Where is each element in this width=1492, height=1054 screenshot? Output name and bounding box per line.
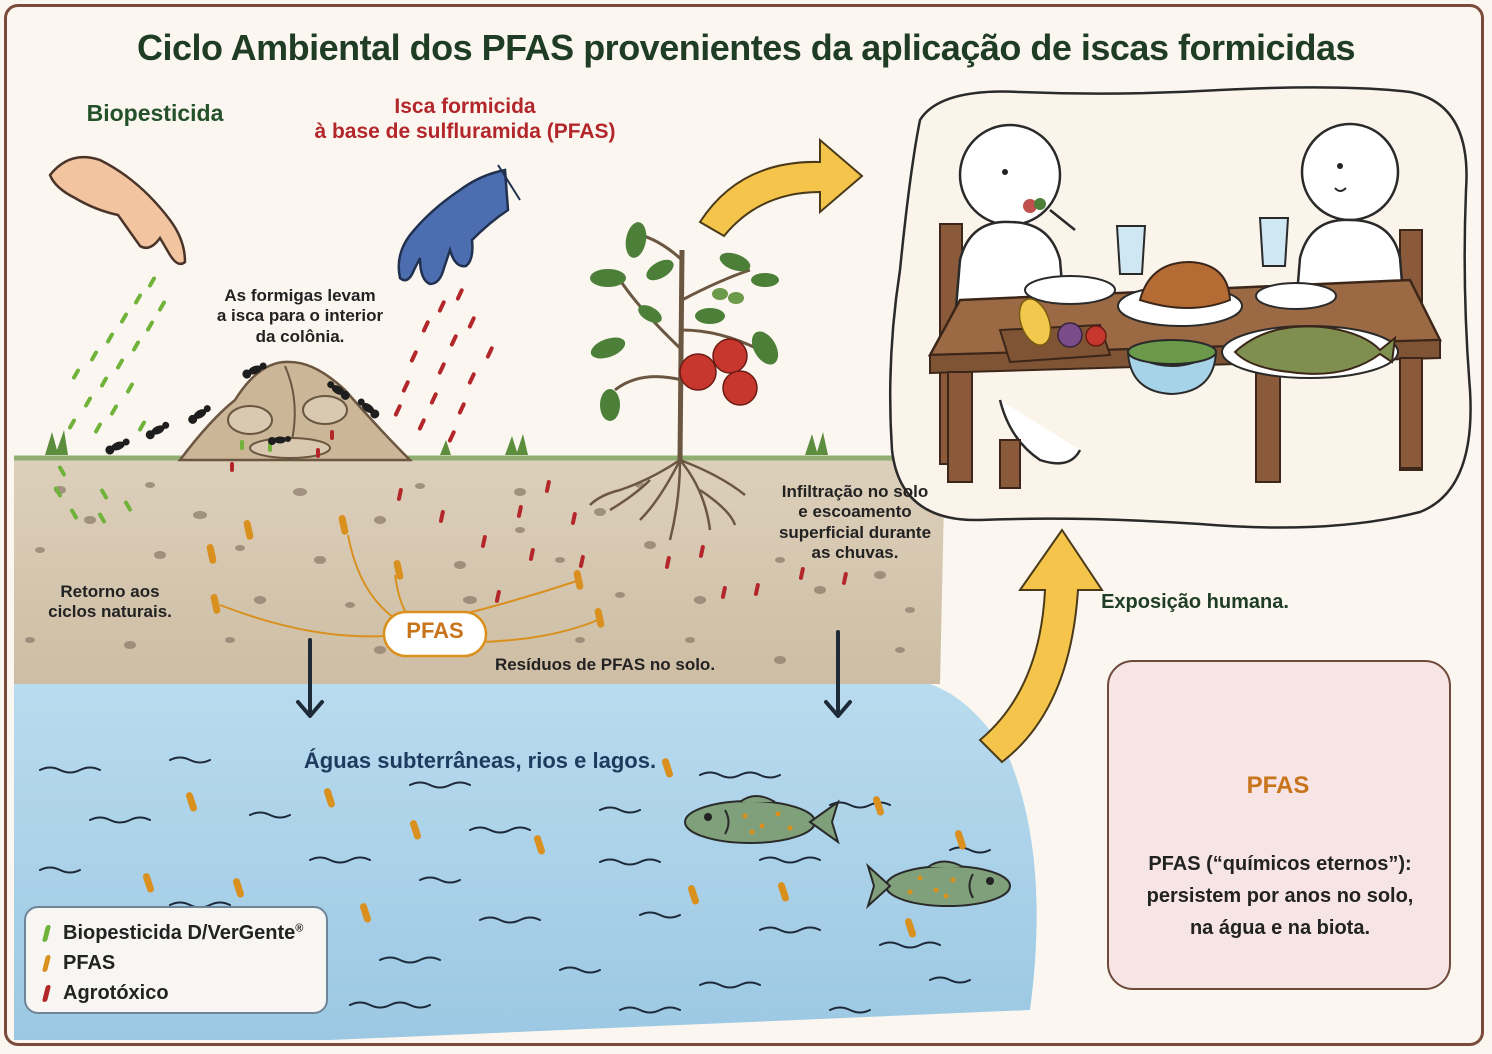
pesticide-drops bbox=[393, 288, 494, 443]
info-box-line: persistem por anos no solo, bbox=[1146, 885, 1414, 907]
legend: Biopesticida D/VerGente® PFAS Agrotóxico bbox=[24, 906, 328, 1014]
soil-pesticide-particles bbox=[396, 480, 848, 603]
legend-label: Agrotóxico bbox=[63, 981, 169, 1004]
info-box-pfas-label: PFAS bbox=[1246, 772, 1310, 799]
legend-label: PFAS bbox=[63, 951, 116, 974]
water-label: Águas subterrâneas, rios e lagos. bbox=[303, 748, 657, 773]
legend-swatch bbox=[41, 924, 52, 942]
curved-arrow-icon bbox=[978, 528, 1104, 764]
human-exposure-label: Exposição humana. bbox=[1101, 591, 1289, 613]
bait-label-line: Isca formicida bbox=[394, 95, 536, 118]
ant-icon bbox=[105, 362, 380, 455]
ants-label-line: As formigas levam bbox=[224, 286, 376, 305]
infiltration-label-line: superficial durante bbox=[778, 522, 932, 542]
people-eating-icon bbox=[927, 122, 1442, 489]
infiltration-label-line: e escoamento bbox=[798, 502, 912, 522]
soil-residue-label: Resíduos de PFAS no solo. bbox=[494, 655, 716, 674]
gloved-hand-icon bbox=[397, 164, 521, 286]
pfas-bubble-label: PFAS bbox=[406, 618, 464, 643]
legend-swatch bbox=[41, 954, 52, 972]
fish-icon bbox=[866, 860, 1011, 910]
return-label-line: Retorno aos bbox=[60, 582, 160, 601]
ants-label-line: da colônia. bbox=[255, 326, 345, 346]
legend-label: Biopesticida D/VerGente bbox=[63, 921, 296, 944]
pfas-bubble bbox=[382, 610, 488, 658]
legend-swatch bbox=[41, 984, 52, 1002]
pfas-info-box bbox=[1107, 660, 1451, 990]
water-waves bbox=[39, 756, 991, 1014]
grass-tufts bbox=[45, 430, 828, 455]
infiltration-label-line: as chuvas. bbox=[811, 543, 899, 563]
down-arrow-icon bbox=[296, 638, 324, 718]
legend-item: Agrotóxico bbox=[41, 980, 169, 1006]
down-arrow-icon bbox=[824, 630, 852, 718]
anthill-icon bbox=[177, 360, 414, 472]
hand-icon bbox=[48, 155, 187, 266]
biopesticide-drops bbox=[68, 276, 166, 434]
soil-stones bbox=[25, 482, 915, 664]
infiltration-label-line: Infiltração no solo bbox=[781, 482, 929, 501]
info-box-text: PFAS (“químicos eternos”): persistem por… bbox=[1115, 848, 1445, 944]
ants-label-line: a isca para o interior bbox=[216, 306, 384, 326]
legend-item: Biopesticida D/VerGente® bbox=[41, 920, 304, 946]
bait-label-line: à base de sulfluramida (PFAS) bbox=[314, 120, 616, 144]
soil-layer bbox=[14, 458, 945, 684]
biopesticide-label: Biopesticida bbox=[86, 100, 224, 126]
bait-label: Isca formicida à base de sulfluramida (P… bbox=[300, 94, 630, 144]
ants-label: As formigas levam a isca para o interior… bbox=[200, 286, 400, 347]
tomato-plant-icon bbox=[589, 222, 779, 541]
fish-icon bbox=[684, 795, 840, 845]
soil-biopesticide-particles bbox=[54, 465, 132, 524]
diagram-title: Ciclo Ambiental dos PFAS provenientes da… bbox=[136, 27, 1356, 68]
curved-arrow-icon bbox=[698, 137, 864, 238]
infiltration-label: Infiltração no solo e escoamento superfi… bbox=[760, 482, 950, 564]
return-label-line: ciclos naturais. bbox=[48, 602, 172, 622]
registered-mark: ® bbox=[295, 921, 304, 934]
water-pfas-particles bbox=[142, 758, 966, 938]
legend-item: PFAS bbox=[41, 950, 116, 976]
info-box-line: PFAS (“químicos eternos”): bbox=[1148, 853, 1412, 875]
return-label: Retorno aos ciclos naturais. bbox=[30, 582, 190, 623]
info-box-line: na água e na biota. bbox=[1189, 917, 1371, 939]
